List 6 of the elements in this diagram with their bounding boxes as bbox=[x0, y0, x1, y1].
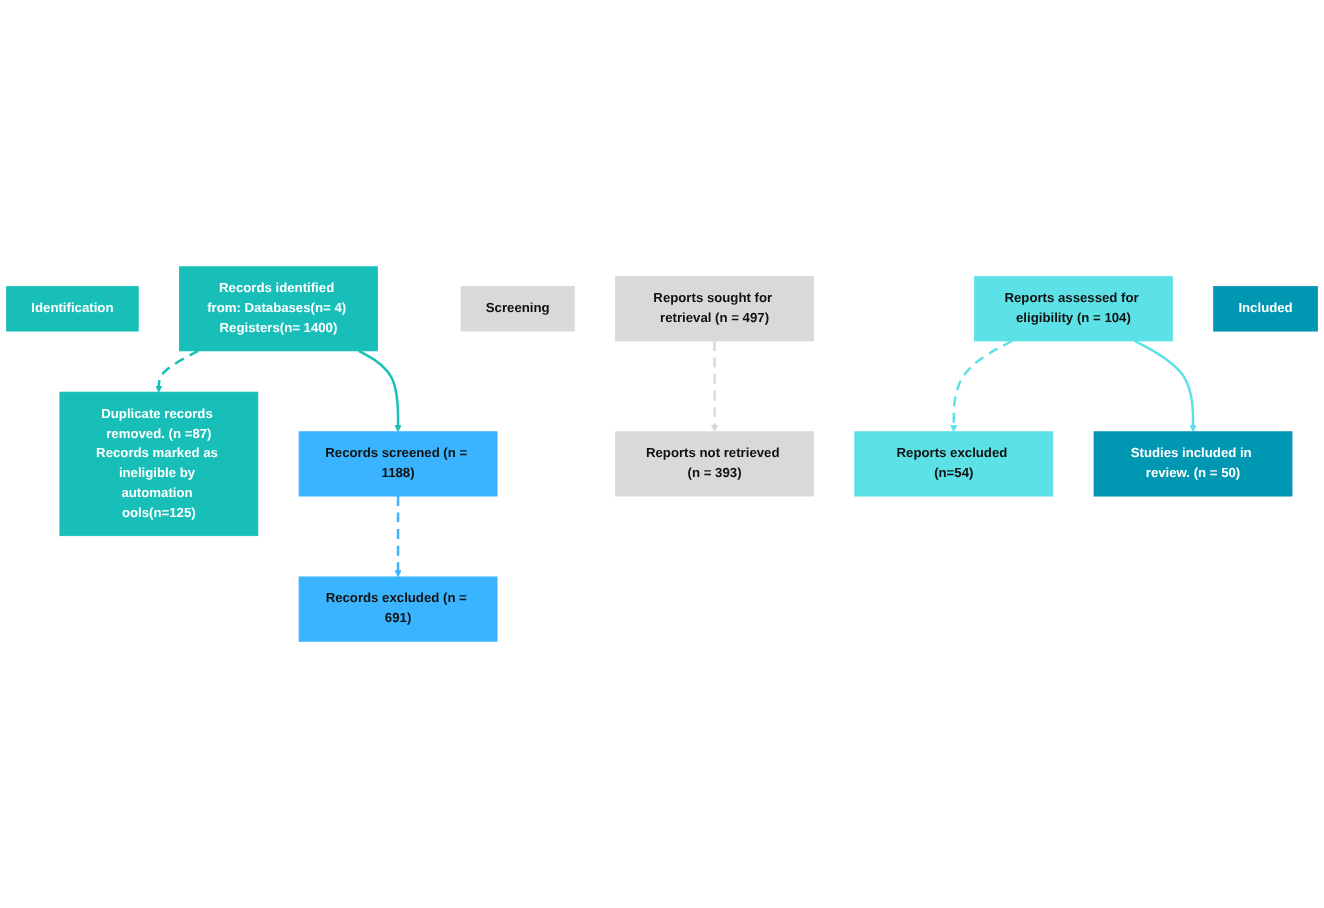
arrow bbox=[358, 349, 402, 433]
arrow bbox=[155, 349, 199, 393]
arrow bbox=[1134, 339, 1197, 433]
arrow bbox=[950, 339, 1013, 433]
arrow bbox=[394, 496, 402, 578]
arrow bbox=[710, 341, 719, 433]
